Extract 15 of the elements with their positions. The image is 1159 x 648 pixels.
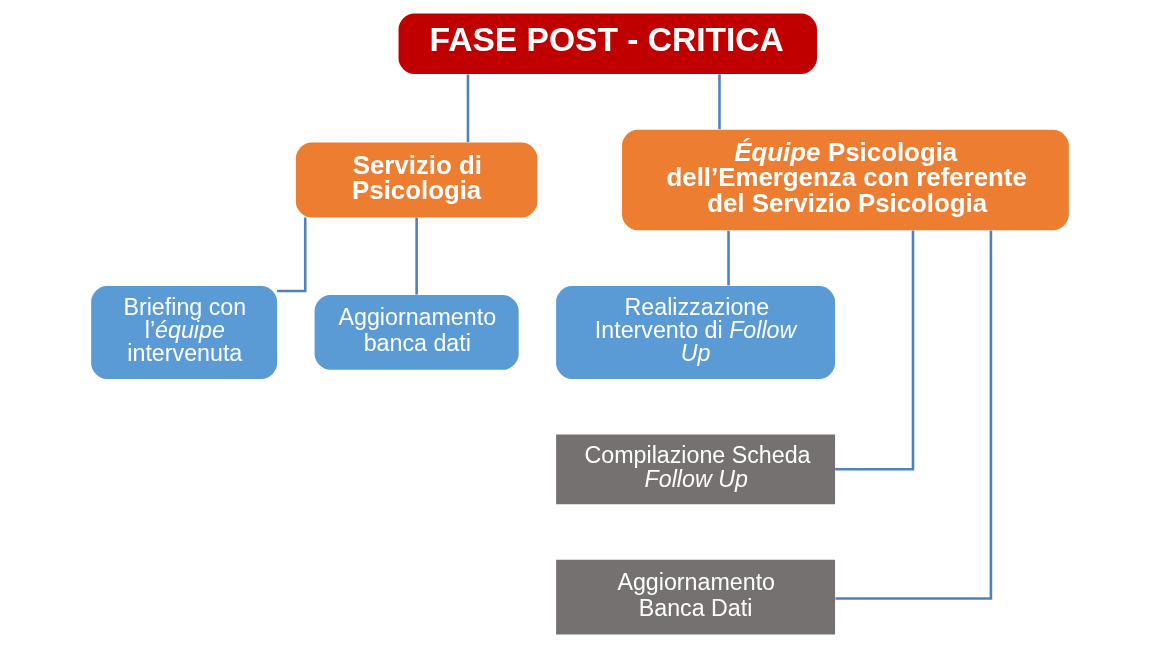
node-box: Briefing con l’équipe intervenuta <box>90 285 277 379</box>
connector <box>834 230 914 471</box>
connector <box>834 230 992 600</box>
node-box: Realizzazione Intervento di Follow Up <box>555 285 835 379</box>
node-box: FASE POST - CRITICA <box>398 13 817 75</box>
connector <box>726 230 730 286</box>
connector <box>717 74 721 130</box>
node-box: Équipe Psicologia dell’Emergenza con referente del Servizio Psicologia <box>621 129 1069 231</box>
node-box: Aggiornamento Banca Dati <box>555 559 835 635</box>
node-box: Aggiornamento banca dati <box>314 294 519 370</box>
connector <box>466 74 469 143</box>
connector <box>414 217 418 295</box>
node-box: Compilazione Scheda Follow Up <box>555 434 835 505</box>
connector <box>276 217 307 293</box>
node-box: Servizio di Psicologia <box>295 142 537 218</box>
